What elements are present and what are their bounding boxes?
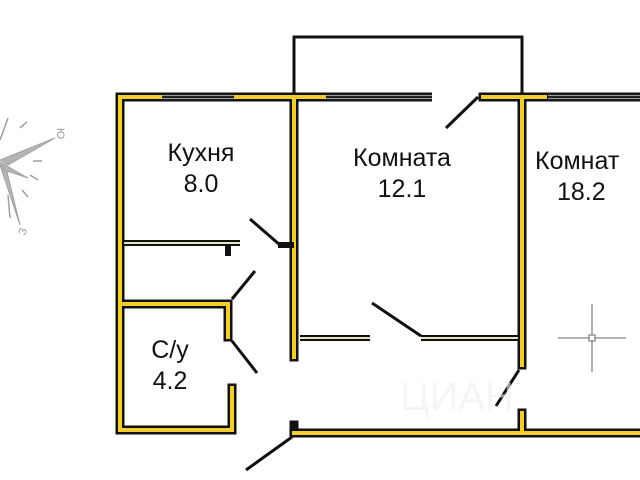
room-kitchen: Кухня 8.0 bbox=[150, 138, 252, 200]
doors bbox=[230, 95, 521, 472]
crosshair-marker-icon bbox=[558, 304, 626, 372]
windows bbox=[162, 92, 640, 102]
room-area: 12.1 bbox=[377, 175, 427, 203]
room-living-1: Комната 12.1 bbox=[334, 143, 470, 205]
balcony bbox=[292, 35, 524, 97]
room-name: Кухня bbox=[167, 139, 235, 167]
room-living-2: Комнат 18.2 bbox=[535, 146, 640, 208]
watermark: ЦИАН bbox=[400, 375, 514, 419]
room-area: 18.2 bbox=[557, 178, 606, 206]
room-bathroom: С/у 4.2 bbox=[140, 335, 200, 397]
room-area: 4.2 bbox=[152, 367, 188, 395]
room-name: С/у bbox=[151, 336, 189, 364]
compass-label-a: Ю bbox=[54, 128, 66, 139]
compass-label-b: З bbox=[16, 226, 30, 237]
room-name: Комната bbox=[353, 144, 451, 172]
walls bbox=[115, 92, 640, 438]
room-name: Комнат bbox=[535, 147, 620, 175]
compass-rose-icon bbox=[0, 117, 56, 226]
room-area: 8.0 bbox=[183, 170, 219, 198]
